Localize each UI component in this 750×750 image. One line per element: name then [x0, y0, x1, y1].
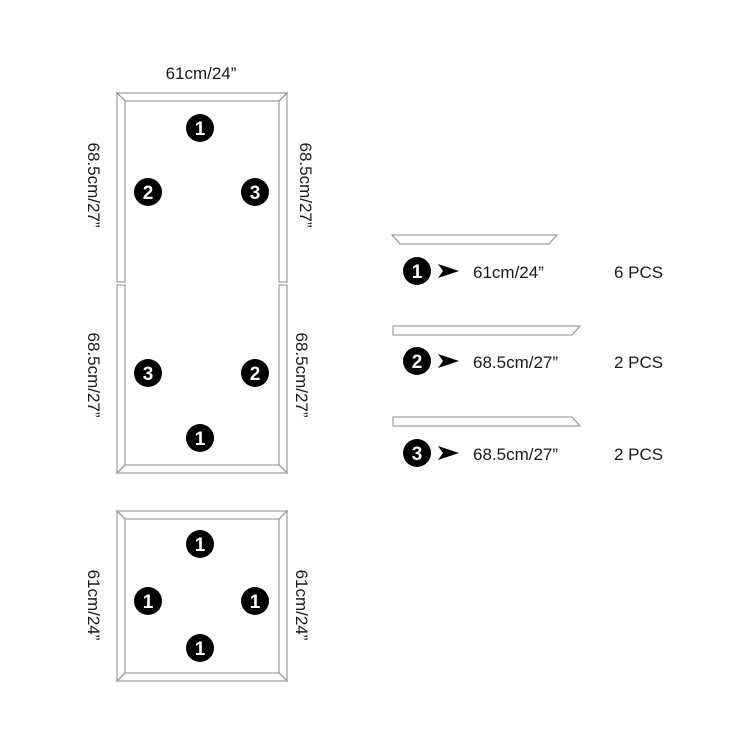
part-2-quantity: 2 PCS	[614, 353, 663, 372]
badge-part-1: 1	[134, 587, 162, 615]
frame-square-bottom-edge	[115, 672, 289, 682]
frame-top-left-label: 68.5cm/27”	[84, 142, 103, 227]
legend-row-part-2: 2 68.5cm/27” 2 PCS	[392, 325, 663, 375]
frame-top-right-label: 68.5cm/27”	[296, 142, 315, 227]
badge-part-2: 2	[134, 178, 162, 206]
frame-square-right-label: 61cm/24”	[292, 570, 311, 641]
arrow-icon	[438, 446, 459, 460]
badge-part-3: 3	[134, 359, 162, 387]
frame-top: 61cm/24” 68.5cm/27” 68.5cm/27” 1 2 3	[84, 64, 315, 283]
frame-top-width-label: 61cm/24”	[166, 64, 237, 83]
frame-middle: 68.5cm/27” 68.5cm/27” 3 2 1	[84, 284, 311, 475]
svg-text:3: 3	[143, 364, 154, 385]
badge-part-1: 1	[403, 257, 431, 285]
frame-middle-right-label: 68.5cm/27”	[292, 332, 311, 417]
part-1-strip	[390, 234, 559, 245]
frame-square-left-edge	[116, 509, 126, 683]
svg-text:2: 2	[412, 352, 423, 373]
svg-text:1: 1	[250, 592, 261, 613]
badge-part-3: 3	[403, 439, 431, 467]
frame-square-right-edge	[278, 509, 288, 683]
frame-square: 61cm/24” 61cm/24” 1 1 1 1	[84, 509, 311, 683]
svg-text:1: 1	[195, 639, 206, 660]
svg-text:2: 2	[250, 364, 261, 385]
svg-text:1: 1	[412, 262, 423, 283]
frame-middle-left-edge	[116, 284, 126, 475]
svg-text:3: 3	[412, 444, 423, 465]
part-1-length: 61cm/24”	[473, 263, 544, 282]
badge-part-1: 1	[186, 114, 214, 142]
badge-part-1: 1	[186, 424, 214, 452]
frame-square-top-edge	[115, 510, 289, 520]
frame-top-top-edge	[115, 92, 289, 102]
badge-part-2: 2	[403, 347, 431, 375]
badge-part-1: 1	[186, 530, 214, 558]
badge-part-2: 2	[241, 359, 269, 387]
arrow-icon	[438, 264, 459, 278]
frame-middle-bottom-edge	[115, 464, 289, 474]
legend-row-part-3: 3 68.5cm/27” 2 PCS	[392, 416, 663, 467]
svg-text:3: 3	[250, 183, 261, 204]
part-2-length: 68.5cm/27”	[473, 353, 558, 372]
svg-text:1: 1	[143, 592, 154, 613]
part-2-strip	[392, 325, 582, 336]
badge-part-1: 1	[241, 587, 269, 615]
svg-text:2: 2	[143, 183, 154, 204]
badge-part-1: 1	[186, 634, 214, 662]
parts-legend: 1 61cm/24” 6 PCS 2 68.5cm/27” 2 PCS 3	[390, 234, 663, 467]
frame-middle-right-edge	[278, 284, 288, 475]
frame-square-left-label: 61cm/24”	[84, 570, 103, 641]
svg-text:1: 1	[195, 429, 206, 450]
frame-top-right-edge	[278, 91, 288, 283]
part-3-length: 68.5cm/27”	[473, 445, 558, 464]
svg-text:1: 1	[195, 119, 206, 140]
svg-text:1: 1	[195, 535, 206, 556]
badge-part-3: 3	[241, 178, 269, 206]
part-1-quantity: 6 PCS	[614, 263, 663, 282]
part-3-quantity: 2 PCS	[614, 445, 663, 464]
part-3-strip	[392, 416, 582, 427]
frame-top-left-edge	[116, 91, 126, 283]
legend-row-part-1: 1 61cm/24” 6 PCS	[390, 234, 663, 285]
arrow-icon	[438, 354, 459, 368]
frame-middle-left-label: 68.5cm/27”	[84, 332, 103, 417]
